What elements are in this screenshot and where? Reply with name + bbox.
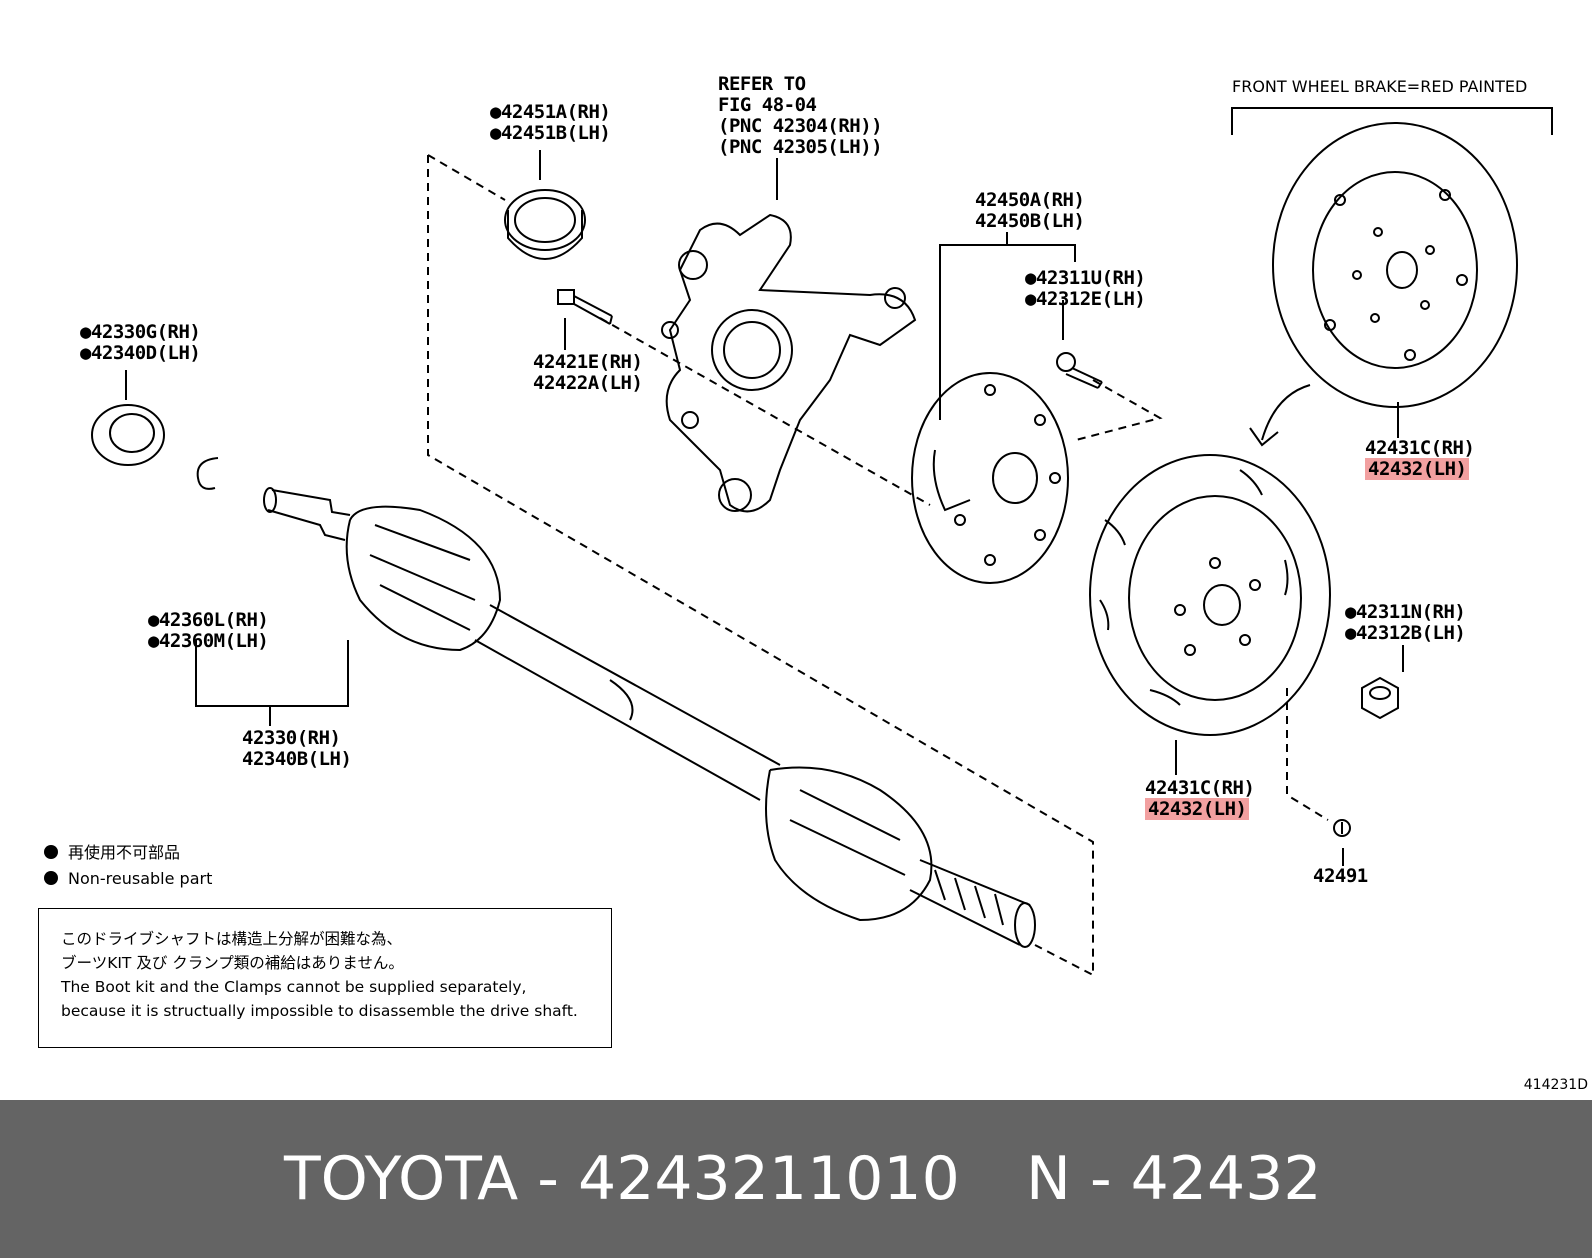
label-42451-lh: ●42451B(LH): [490, 122, 611, 144]
label-42432-bottom-highlighted: 42432(LH): [1145, 798, 1250, 820]
oil-seal-part: [91, 404, 165, 466]
label-42431-bottom: 42431C(RH) 42432(LH): [1145, 777, 1255, 820]
front-brake-bracket: [1231, 107, 1553, 135]
label-42360-lh: ●42360M(LH): [148, 630, 269, 652]
legend-en: Non-reusable part: [68, 869, 213, 888]
refer-line-2: FIG 48-04: [718, 94, 817, 116]
hub-bearing-part: [911, 372, 1069, 584]
label-42450-lh: 42450B(LH): [975, 210, 1085, 232]
note-jp-line-2: ブーツKIT 及び クランプ類の補給はありません。: [61, 954, 404, 972]
label-42311n-rh: ●42311N(RH): [1345, 601, 1466, 623]
label-42450: 42450A(RH) 42450B(LH): [975, 189, 1085, 232]
label-42421: 42421E(RH) 42422A(LH): [533, 351, 643, 394]
arrow-part: [1249, 384, 1311, 447]
drilled-rotor-part: [1272, 122, 1518, 408]
legend-jp: 再使用不可部品: [68, 843, 181, 862]
hub-bolt-part: [1056, 352, 1103, 389]
label-42360-rh: ●42360L(RH): [148, 609, 269, 631]
label-42330g-rh: ●42330G(RH): [80, 321, 201, 343]
footer-bar: TOYOTA - 4243211010 N - 42432: [0, 1100, 1592, 1258]
label-42311n: ●42311N(RH) ●42312B(LH): [1345, 601, 1466, 644]
label-42360: ●42360L(RH) ●42360M(LH): [148, 609, 269, 652]
label-42311u-rh: ●42311U(RH): [1025, 267, 1146, 289]
label-42421-rh: 42421E(RH): [533, 351, 643, 373]
label-42451: ●42451A(RH) ●42451B(LH): [490, 101, 611, 144]
label-42311n-lh: ●42312B(LH): [1345, 622, 1466, 644]
label-42330-rh: 42330(RH): [242, 727, 341, 749]
label-42330g: ●42330G(RH) ●42340D(LH): [80, 321, 201, 364]
drive-shaft-part: [263, 487, 1036, 948]
note-box: このドライブシャフトは構造上分解が困難な為、 ブーツKIT 及び クランプ類の補…: [38, 908, 612, 1048]
screw-part: [1333, 819, 1351, 837]
label-42311u: ●42311U(RH) ●42312E(LH): [1025, 267, 1146, 310]
label-42330g-lh: ●42340D(LH): [80, 342, 201, 364]
label-42431-bottom-rh: 42431C(RH): [1145, 777, 1255, 799]
label-42431-top-rh: 42431C(RH): [1365, 437, 1475, 459]
footer-part-number: TOYOTA - 4243211010: [284, 1144, 960, 1214]
label-42451-rh: ●42451A(RH): [490, 101, 611, 123]
label-42421-lh: 42422A(LH): [533, 372, 643, 394]
note-en-line-2: because it is structually impossible to …: [61, 1002, 578, 1020]
refer-label: REFER TO FIG 48-04 (PNC 42304(RH)) (PNC …: [718, 73, 883, 158]
refer-line-3: (PNC 42304(RH)): [718, 115, 883, 137]
note-jp-line-1: このドライブシャフトは構造上分解が困難な為、: [61, 930, 403, 948]
label-42311u-lh: ●42312E(LH): [1025, 288, 1146, 310]
diagram-code: 414231D: [1523, 1077, 1588, 1093]
label-42491: 42491: [1313, 865, 1368, 887]
refer-line-4: (PNC 42305(LH)): [718, 136, 883, 158]
bolt-42421-part: [557, 289, 613, 325]
label-42432-top-highlighted: 42432(LH): [1365, 458, 1470, 480]
parts-diagram: [91, 107, 1553, 977]
note-en-line-1: The Boot kit and the Clamps cannot be su…: [61, 978, 527, 996]
assembly-dashed-box: [427, 155, 1094, 977]
label-42330-lh: 42340B(LH): [242, 748, 352, 770]
label-42330: 42330(RH) 42340B(LH): [242, 727, 352, 770]
lock-nut-part: [1361, 676, 1399, 720]
bullet-icon: [44, 871, 58, 885]
slotted-rotor-part: [1089, 454, 1331, 736]
refer-line-1: REFER TO: [718, 73, 806, 95]
label-42450-rh: 42450A(RH): [975, 189, 1085, 211]
bullet-icon: [44, 845, 58, 859]
label-42431-top: 42431C(RH) 42432(LH): [1365, 437, 1475, 480]
legend: 再使用不可部品 Non-reusable part: [44, 840, 212, 892]
steering-knuckle-part: [661, 213, 917, 513]
footer-ref-number: N - 42432: [1026, 1144, 1322, 1214]
dust-deflector-part: [504, 189, 586, 251]
snap-ring-part: [196, 457, 219, 490]
front-brake-header: FRONT WHEEL BRAKE=RED PAINTED: [1232, 77, 1528, 96]
